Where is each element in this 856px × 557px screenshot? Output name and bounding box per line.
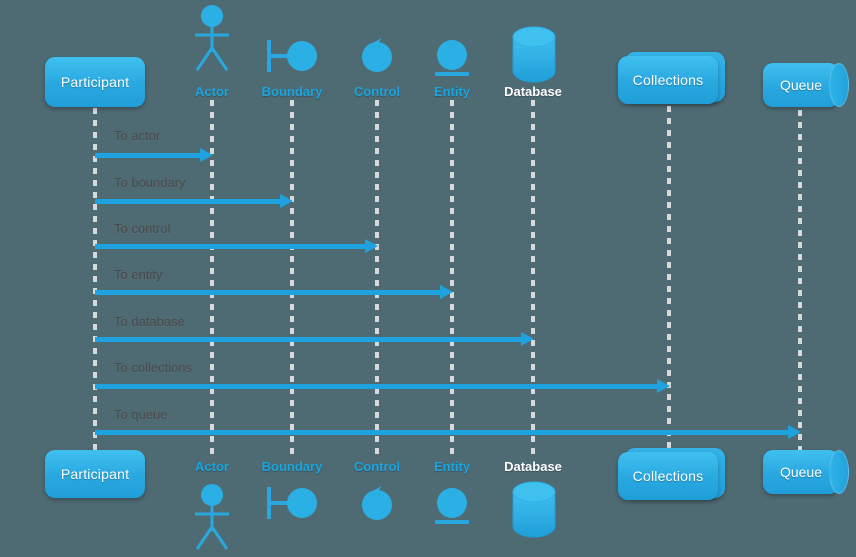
message-line-5	[95, 384, 657, 389]
message-line-1	[95, 199, 280, 204]
node-actor-label-top: Actor	[195, 84, 229, 99]
message-label-1: To boundary	[114, 175, 186, 190]
message-arrowhead-4	[521, 332, 534, 346]
node-queue-top[interactable]: Queue	[763, 63, 839, 107]
lifeline-entity	[450, 100, 454, 460]
lifeline-queue	[798, 110, 802, 460]
lifeline-boundary	[290, 100, 294, 460]
node-collections-label: Collections	[632, 72, 704, 88]
message-line-3	[95, 290, 440, 295]
node-collections-top[interactable]: Collections	[618, 56, 718, 104]
control-icon-bottom	[362, 486, 392, 520]
node-participant-label: Participant	[60, 74, 130, 90]
node-actor-label-bottom: Actor	[195, 459, 229, 474]
message-line-2	[95, 244, 365, 249]
message-line-4	[95, 337, 521, 342]
message-label-4: To database	[114, 314, 185, 329]
node-collections-bottom[interactable]: Collections	[618, 452, 718, 500]
lifeline-actor	[210, 100, 214, 460]
lifeline-collections	[667, 106, 671, 460]
boundary-icon-bottom	[267, 487, 317, 519]
node-queue-label-bottom: Queue	[779, 464, 823, 480]
entity-icon-bottom	[435, 488, 469, 524]
message-arrowhead-1	[280, 194, 293, 208]
node-database-label-top: Database	[504, 84, 562, 99]
lifeline-control	[375, 100, 379, 460]
message-arrowhead-5	[657, 379, 670, 393]
message-label-6: To queue	[114, 407, 168, 422]
node-entity-label-top: Entity	[433, 84, 471, 99]
node-database-label-bottom: Database	[504, 459, 562, 474]
boundary-icon-top	[267, 40, 317, 72]
node-participant-top[interactable]: Participant	[45, 57, 145, 107]
database-icon-top	[512, 26, 556, 83]
node-boundary-label-bottom: Boundary	[261, 459, 323, 474]
node-control-label-bottom: Control	[353, 459, 401, 474]
node-collections-label-bottom: Collections	[632, 468, 704, 484]
message-arrowhead-6	[788, 425, 801, 439]
message-label-0: To actor	[114, 128, 161, 143]
node-queue-cap-top	[829, 63, 849, 107]
database-icon-bottom	[512, 481, 556, 538]
actor-icon-bottom	[195, 484, 229, 550]
control-icon-top	[362, 38, 392, 72]
node-control-label-top: Control	[353, 84, 401, 99]
node-queue-cap-bottom	[829, 450, 849, 494]
node-queue-bottom[interactable]: Queue	[763, 450, 839, 494]
node-entity-label-bottom: Entity	[433, 459, 471, 474]
message-label-2: To control	[114, 221, 171, 236]
message-arrowhead-0	[200, 148, 213, 162]
node-participant-label-bottom: Participant	[60, 466, 130, 482]
message-label-3: To entity	[114, 267, 163, 282]
lifeline-participant	[93, 108, 97, 460]
lifeline-database	[531, 100, 535, 460]
message-arrowhead-3	[440, 285, 453, 299]
message-line-0	[95, 153, 200, 158]
node-participant-bottom[interactable]: Participant	[45, 450, 145, 498]
actor-icon-top	[195, 5, 229, 71]
entity-icon-top	[435, 40, 469, 76]
message-line-6	[95, 430, 788, 435]
message-arrowhead-2	[365, 239, 378, 253]
message-label-5: To collections	[114, 360, 193, 375]
node-queue-label: Queue	[779, 77, 823, 93]
node-boundary-label-top: Boundary	[261, 84, 323, 99]
